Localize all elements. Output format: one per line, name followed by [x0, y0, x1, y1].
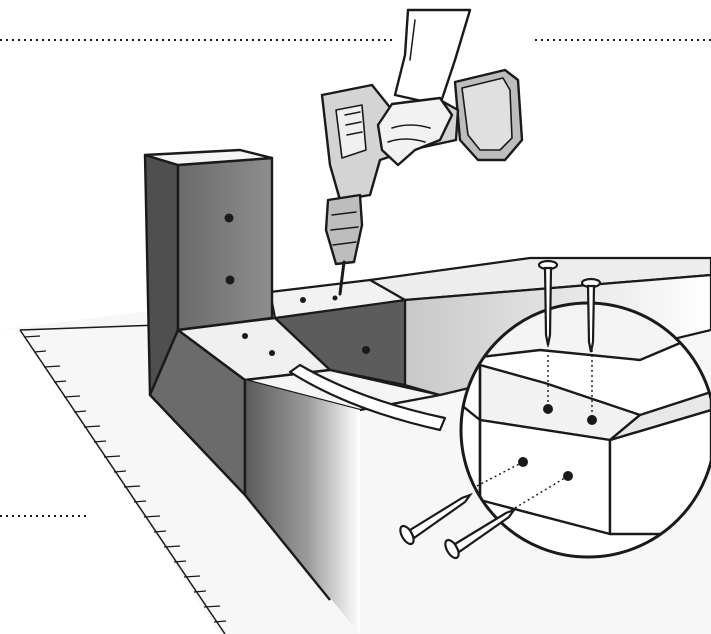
- pilot-hole: [300, 297, 306, 303]
- nail-diagonal-upper: [399, 492, 473, 546]
- callout-pointer: [288, 363, 447, 432]
- post-screw-hole-bottom: [225, 275, 235, 285]
- ruler-ticks: [23, 335, 227, 623]
- nail-diagonal-lower: [444, 507, 517, 560]
- nails: [399, 259, 602, 560]
- nail-vertical-left: [537, 259, 559, 346]
- post-screw-hole-top: [224, 213, 234, 223]
- nail-vertical-right: [580, 277, 602, 353]
- power-drill: [320, 8, 524, 296]
- drill-bit: [338, 260, 346, 296]
- gloved-hand: [376, 96, 454, 167]
- corner-post: [143, 148, 274, 397]
